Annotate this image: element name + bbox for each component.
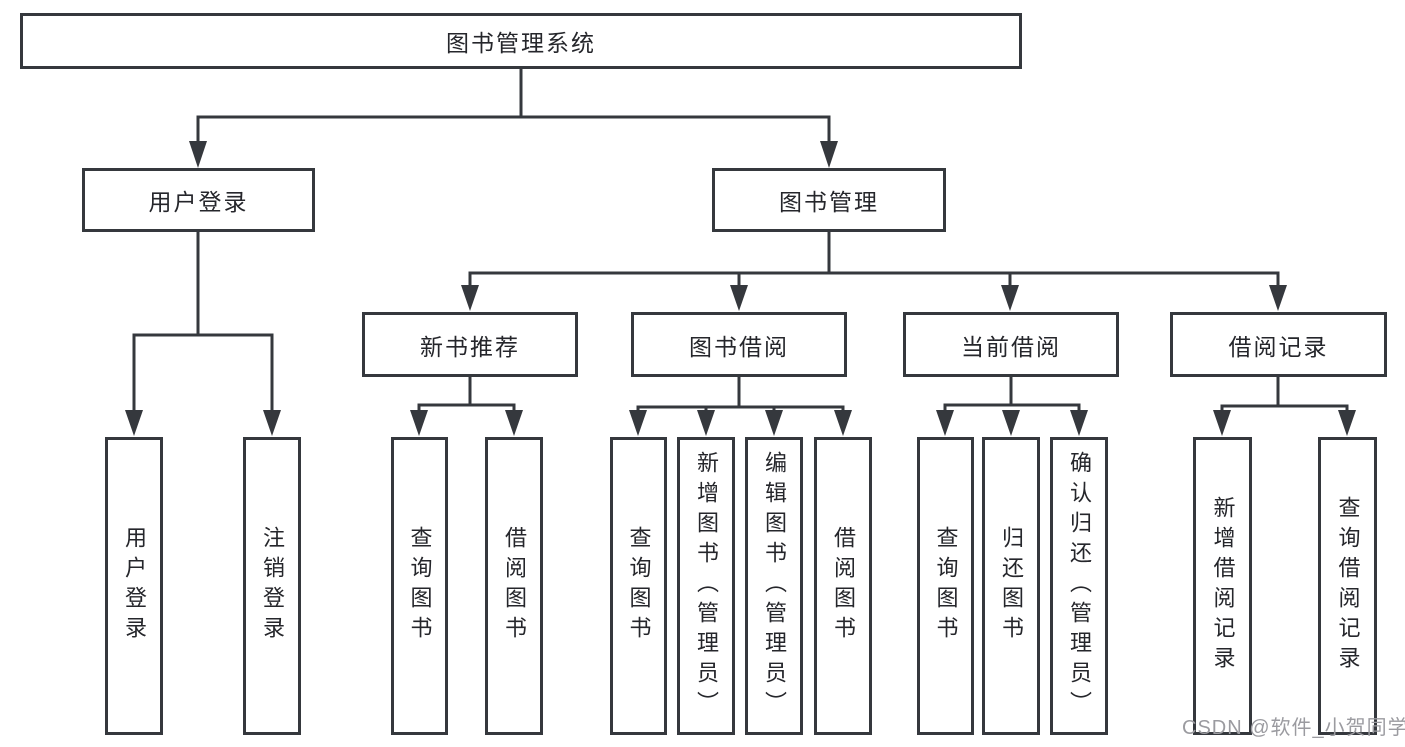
connector-current-borrow-children xyxy=(936,376,1088,436)
node-borrow-records-label: 借阅记录 xyxy=(1228,333,1329,360)
node-records-add-record: 新增借阅记录 xyxy=(1193,437,1252,735)
node-current-query-books-label: 查询图书 xyxy=(933,526,959,646)
node-borrow-query-books: 查询图书 xyxy=(610,437,667,735)
node-book-management: 图书管理 xyxy=(712,168,946,232)
node-user-login-label: 用户登录 xyxy=(148,189,249,215)
node-recommend-query-books: 查询图书 xyxy=(391,437,448,735)
node-logout-action-label: 注销登录 xyxy=(260,526,285,646)
node-borrow-records: 借阅记录 xyxy=(1170,312,1387,377)
node-borrow-borrow-books-label: 借阅图书 xyxy=(831,526,856,646)
node-user-login-action: 用户登录 xyxy=(105,437,163,735)
node-current-return-books: 归还图书 xyxy=(982,437,1040,735)
node-recommend-borrow-books: 借阅图书 xyxy=(485,437,543,735)
node-records-query-record-label: 查询借阅记录 xyxy=(1335,496,1361,676)
connector-borrow-records-children xyxy=(1213,376,1356,436)
node-new-book-recommend-label: 新书推荐 xyxy=(420,333,520,360)
connector-root-to-level2 xyxy=(189,68,838,168)
node-current-query-books: 查询图书 xyxy=(917,437,974,735)
node-user-login-action-label: 用户登录 xyxy=(122,526,147,646)
node-book-borrow: 图书借阅 xyxy=(631,312,847,377)
node-records-add-record-label: 新增借阅记录 xyxy=(1210,496,1236,676)
node-book-borrow-label: 图书借阅 xyxy=(689,333,789,360)
node-borrow-edit-books-admin-label: 编辑图书（管理员） xyxy=(762,451,787,721)
node-borrow-edit-books-admin: 编辑图书（管理员） xyxy=(745,437,803,735)
connector-book-management-children xyxy=(461,231,1287,311)
connector-new-book-recommend-children xyxy=(410,376,523,436)
node-book-management-label: 图书管理 xyxy=(779,189,879,215)
node-recommend-borrow-books-label: 借阅图书 xyxy=(502,526,527,646)
node-borrow-add-books-admin: 新增图书（管理员） xyxy=(677,437,735,735)
node-new-book-recommend: 新书推荐 xyxy=(362,312,578,377)
node-current-return-books-label: 归还图书 xyxy=(999,526,1024,646)
node-borrow-borrow-books: 借阅图书 xyxy=(814,437,872,735)
node-current-confirm-return-admin-label: 确认归还（管理员） xyxy=(1067,451,1092,721)
node-logout-action: 注销登录 xyxy=(243,437,301,735)
connector-user-login-children xyxy=(125,231,281,436)
node-current-borrow-label: 当前借阅 xyxy=(961,333,1061,360)
node-user-login: 用户登录 xyxy=(82,168,315,232)
node-borrow-add-books-admin-label: 新增图书（管理员） xyxy=(694,451,719,721)
node-current-borrow: 当前借阅 xyxy=(903,312,1119,377)
node-root-label: 图书管理系统 xyxy=(446,30,596,56)
connector-book-borrow-children xyxy=(629,376,852,436)
node-borrow-query-books-label: 查询图书 xyxy=(626,526,652,646)
node-records-query-record: 查询借阅记录 xyxy=(1318,437,1377,735)
csdn-watermark: CSDN @软件_小贺同学 xyxy=(1182,717,1405,739)
node-root: 图书管理系统 xyxy=(20,13,1022,69)
node-current-confirm-return-admin: 确认归还（管理员） xyxy=(1050,437,1108,735)
node-recommend-query-books-label: 查询图书 xyxy=(407,526,433,646)
